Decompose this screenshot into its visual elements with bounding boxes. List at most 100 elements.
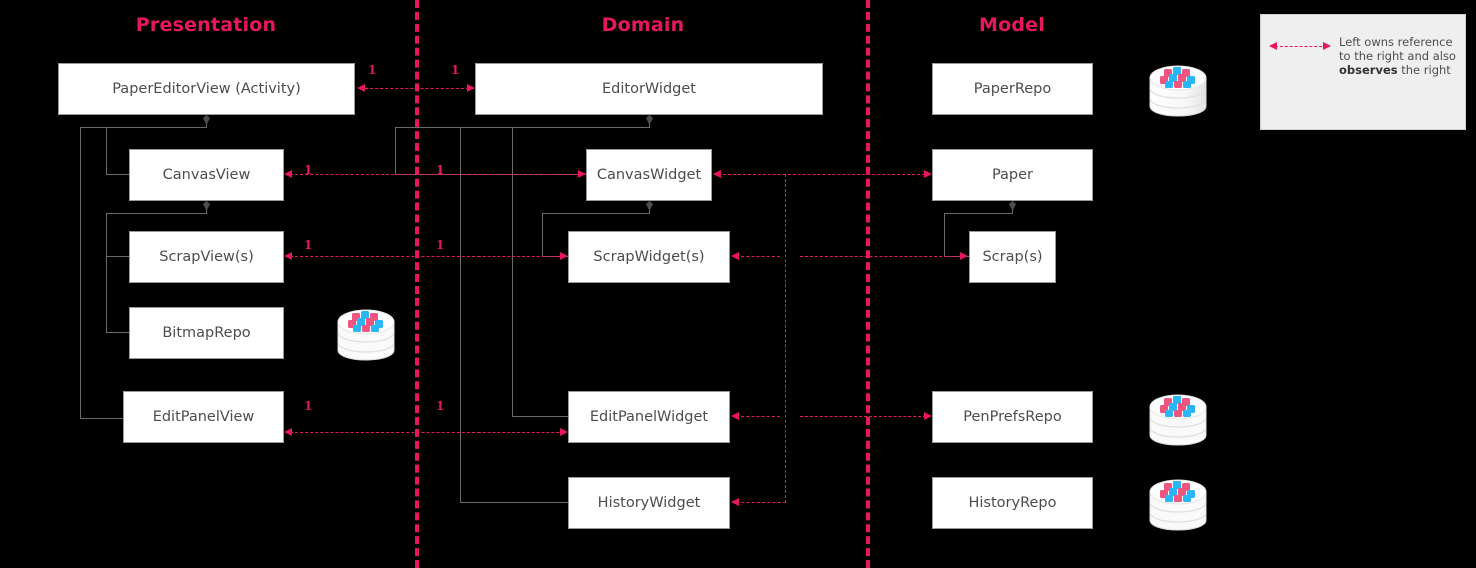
connector-cv-trunk-bitmap — [106, 256, 107, 332]
connector-to-canvas-view — [106, 174, 130, 175]
arrowhead-left-edit-panel-widget — [731, 412, 739, 420]
composition-diamond-paper — [1009, 201, 1016, 211]
node-scrap-view[interactable]: ScrapView(s) — [129, 231, 284, 283]
legend-line-3-rest: the right — [1397, 63, 1451, 77]
column-title-model: Model — [979, 14, 1045, 36]
arrowhead-right-canvas-widget — [578, 170, 586, 178]
arrowhead-left-edit-panel-view — [284, 428, 292, 436]
relation-line-canvaswidget-paper — [718, 174, 930, 175]
relation-line-scrapwidget-right-b — [800, 256, 962, 257]
node-scrap-widget[interactable]: ScrapWidget(s) — [568, 231, 730, 283]
connector-cv-trunk-scrap — [106, 213, 107, 256]
node-editor-widget[interactable]: EditorWidget — [475, 63, 823, 115]
relation-line-pev-ew — [360, 88, 474, 89]
node-bitmap-repo[interactable]: BitmapRepo — [129, 307, 284, 359]
composition-diamond-canvas-widget — [646, 201, 653, 211]
connector-pev-outer-trunk — [80, 127, 81, 419]
node-label: Paper — [991, 167, 1034, 183]
multiplicity-label: 1 — [368, 63, 377, 77]
connector-ew-stub — [649, 124, 650, 128]
domain-model-divider — [866, 0, 870, 568]
legend-arrow-area — [1261, 15, 1339, 129]
connector-ew-outer-trunk — [460, 127, 461, 503]
node-history-repo[interactable]: HistoryRepo — [932, 477, 1093, 529]
multiplicity-label: 1 — [436, 163, 445, 177]
node-label: PaperEditorView (Activity) — [112, 81, 301, 97]
connector-cw-trunk-scrap — [542, 213, 543, 256]
connector-cv-horizontal — [106, 213, 207, 214]
node-label: HistoryWidget — [597, 495, 701, 511]
legend-dashed-line — [1275, 46, 1327, 47]
connector-cw-stub — [649, 210, 650, 214]
legend-arrowhead-left — [1269, 42, 1277, 50]
arrowhead-left-history-widget — [731, 498, 739, 506]
connector-ew-top-branch — [395, 127, 650, 128]
database-icon — [1142, 466, 1214, 538]
relation-line-editpanelwidget-right-b — [800, 416, 926, 417]
node-paper-repo[interactable]: PaperRepo — [932, 63, 1093, 115]
node-scrap[interactable]: Scrap(s) — [969, 231, 1056, 283]
node-label: BitmapRepo — [162, 325, 251, 341]
presentation-domain-divider — [415, 0, 419, 568]
node-label: ScrapView(s) — [159, 249, 254, 265]
legend-observes-emphasis: observes — [1339, 63, 1398, 77]
node-paper-editor-view[interactable]: PaperEditorView (Activity) — [58, 63, 355, 115]
node-label: CanvasWidget — [596, 167, 702, 183]
arrowhead-right-paper — [924, 170, 932, 178]
multiplicity-label: 1 — [304, 399, 313, 413]
database-icon — [1142, 381, 1214, 453]
node-pen-prefs-repo[interactable]: PenPrefsRepo — [932, 391, 1093, 443]
arrowhead-right-scrap — [960, 252, 968, 260]
relation-line-canvaswidget-historywidget-vertical — [785, 174, 786, 503]
relation-line-to-scrapwidget — [478, 256, 564, 257]
node-edit-panel-view[interactable]: EditPanelView — [123, 391, 284, 443]
composition-diamond-paper-editor-view — [203, 115, 210, 125]
connector-to-history-widget — [460, 502, 569, 503]
node-label: ScrapWidget(s) — [593, 249, 705, 265]
arrowhead-left-pev — [357, 84, 365, 92]
node-label: EditorWidget — [602, 81, 696, 97]
connector-to-edit-panel-widget — [512, 416, 569, 417]
legend-line-1: Left owns reference — [1339, 35, 1453, 49]
arrowhead-right-ew — [467, 84, 475, 92]
legend-line-2: to the right and also — [1339, 49, 1456, 63]
relation-line-to-editpanelwidget — [478, 432, 564, 433]
connector-to-scrap-view — [106, 256, 130, 257]
arrowhead-right-scrap-widget — [560, 252, 568, 260]
relation-line-canvasview-left — [290, 174, 480, 175]
connector-to-edit-panel-view — [80, 418, 129, 419]
arrowhead-left-scrap-view — [284, 252, 292, 260]
node-edit-panel-widget[interactable]: EditPanelWidget — [568, 391, 730, 443]
node-label: HistoryRepo — [968, 495, 1057, 511]
node-canvas-view[interactable]: CanvasView — [129, 149, 284, 201]
multiplicity-label: 1 — [304, 238, 313, 252]
connector-paper-horizontal — [944, 213, 1013, 214]
multiplicity-label: 1 — [451, 63, 460, 77]
database-icon — [330, 296, 402, 368]
node-history-widget[interactable]: HistoryWidget — [568, 477, 730, 529]
connector-paper-stub — [1012, 210, 1013, 214]
connector-pev-stub — [206, 124, 207, 128]
node-canvas-widget[interactable]: CanvasWidget — [586, 149, 712, 201]
multiplicity-label: 1 — [436, 399, 445, 413]
relation-line-editpanelview-left — [290, 432, 480, 433]
node-label: PaperRepo — [973, 81, 1052, 97]
connector-cv-stub — [206, 210, 207, 214]
node-label: EditPanelView — [152, 409, 255, 425]
arrowhead-left-scrap-widget-model — [731, 252, 739, 260]
arrowhead-left-canvas-view — [284, 170, 292, 178]
node-label: PenPrefsRepo — [963, 409, 1062, 425]
connector-paper-trunk-scrap — [944, 213, 945, 256]
legend-line-3: observes the right — [1339, 63, 1456, 77]
multiplicity-label: 1 — [436, 238, 445, 252]
column-title-domain: Domain — [601, 14, 685, 36]
arrowhead-left-canvas-widget-paper — [713, 170, 721, 178]
connector-ew-trunk-editpanel — [512, 127, 513, 417]
connector-pev-trunk-canvas — [106, 127, 107, 175]
composition-diamond-editor-widget — [646, 115, 653, 125]
database-icon — [1142, 52, 1214, 124]
column-title-presentation: Presentation — [135, 14, 277, 36]
node-paper[interactable]: Paper — [932, 149, 1093, 201]
connector-to-bitmap-repo — [106, 332, 130, 333]
